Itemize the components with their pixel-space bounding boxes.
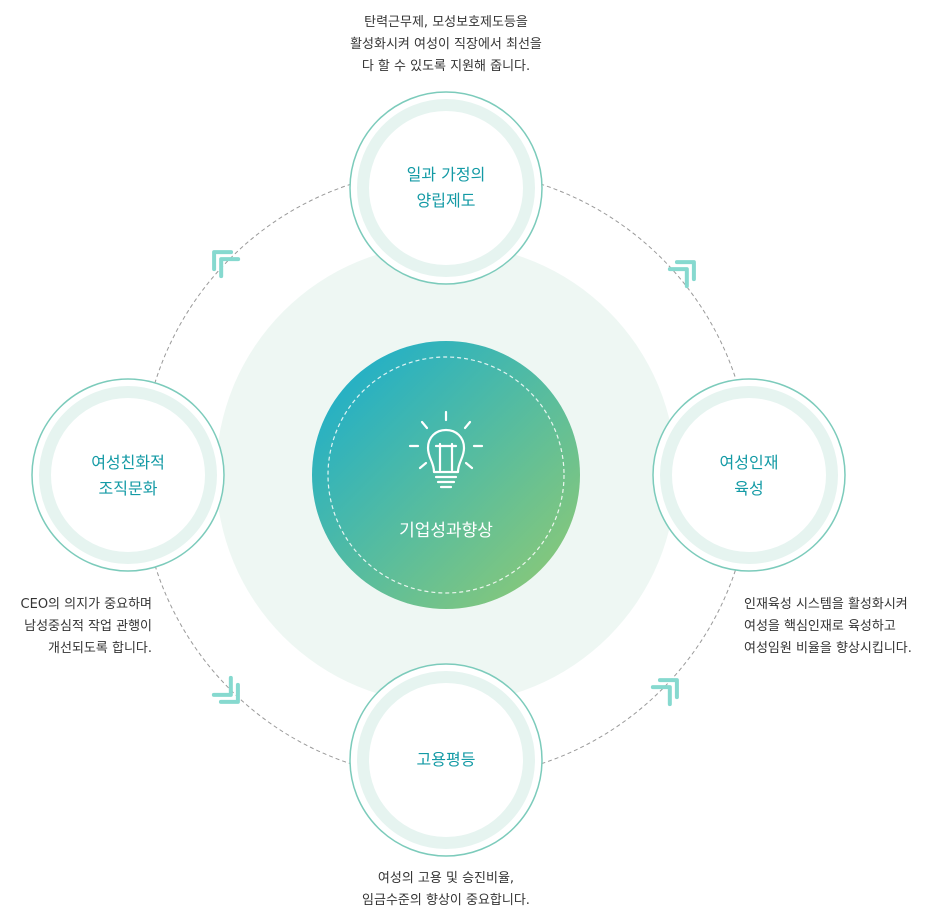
node-top-label: 일과 가정의 양립제도: [361, 162, 531, 214]
desc-right-line2: 여성을 핵심인재로 육성하고: [744, 619, 896, 634]
node-left-circle: [31, 378, 225, 572]
node-left-line1: 여성친화적: [91, 453, 165, 472]
node-top-line1: 일과 가정의: [406, 165, 486, 184]
node-right-circle: [652, 378, 846, 572]
node-bottom-line1: 고용평등: [416, 750, 476, 769]
arrow-lower-left-icon: [211, 675, 240, 704]
desc-top-line2: 활성화시켜 여성이 직장에서 최선을: [350, 37, 542, 52]
desc-top-line1: 탄력근무제, 모성보호제도등을: [364, 15, 528, 30]
node-left-line2: 조직문화: [98, 479, 158, 498]
desc-bottom-line2: 임금수준의 향상이 중요합니다.: [362, 893, 530, 908]
node-right-label: 여성인재 육성: [664, 450, 834, 502]
desc-right: 인재육성 시스템을 활성화시켜 여성을 핵심인재로 육성하고 여성임원 비율을 …: [744, 594, 944, 660]
lightbulb-icon: [408, 410, 484, 489]
desc-top-line3: 다 할 수 있도록 지원해 줍니다.: [361, 59, 531, 74]
desc-left-line1: CEO의 의지가 중요하며: [20, 597, 152, 612]
desc-right-line1: 인재육성 시스템을 활성화시켜: [744, 597, 908, 612]
center-title: 기업성과향상: [399, 521, 493, 541]
desc-left: CEO의 의지가 중요하며 남성중심적 작업 관행이 개선되도록 합니다.: [0, 594, 152, 660]
node-bottom-circle: [349, 663, 543, 857]
node-top-circle: [349, 91, 543, 285]
arrow-upper-right-icon: [667, 260, 696, 289]
node-bottom-label: 고용평등: [361, 747, 531, 773]
desc-bottom: 여성의 고용 및 승진비율, 임금수준의 향상이 중요합니다.: [296, 868, 596, 912]
desc-right-line3: 여성임원 비율을 향상시킵니다.: [744, 641, 912, 656]
node-top-line2: 양립제도: [416, 191, 476, 210]
node-right-line1: 여성인재: [719, 453, 779, 472]
desc-left-line2: 남성중심적 작업 관행이: [24, 619, 152, 634]
arrow-upper-left-icon: [212, 250, 241, 279]
center-circle: [312, 341, 580, 609]
desc-left-line3: 개선되도록 합니다.: [48, 641, 152, 656]
arrow-lower-right-icon: [650, 678, 679, 707]
node-right-line2: 육성: [734, 479, 764, 498]
center-dashed-ring: [327, 356, 565, 594]
desc-top: 탄력근무제, 모성보호제도등을 활성화시켜 여성이 직장에서 최선을 다 할 수…: [296, 12, 596, 78]
node-left-label: 여성친화적 조직문화: [43, 450, 213, 502]
desc-bottom-line1: 여성의 고용 및 승진비율,: [377, 871, 515, 886]
